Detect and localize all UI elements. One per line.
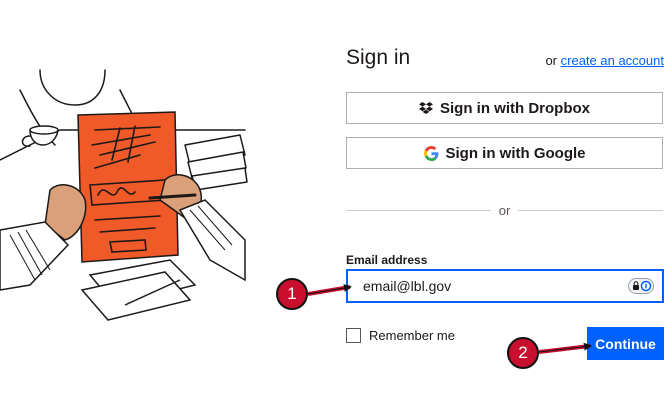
annotation-marker-1: 1 — [276, 278, 308, 310]
dropbox-logo-icon — [419, 102, 433, 114]
remember-me[interactable]: Remember me — [346, 328, 455, 343]
remember-me-label: Remember me — [369, 328, 455, 343]
dropbox-button-label: Sign in with Dropbox — [440, 99, 590, 117]
divider-line-left — [346, 210, 491, 211]
alt-prefix: or — [545, 53, 558, 68]
email-field-container[interactable] — [346, 269, 664, 303]
continue-button[interactable]: Continue — [587, 327, 664, 360]
sign-in-with-google-button[interactable]: Sign in with Google — [346, 137, 663, 169]
annotation-marker-2: 2 — [507, 337, 539, 369]
arrow-to-continue-button — [538, 344, 591, 354]
divider-line-right — [518, 210, 663, 211]
arrow-to-email-field — [307, 285, 351, 296]
create-account-prompt: or create an account — [545, 53, 664, 68]
signing-document-illustration — [0, 69, 248, 321]
google-g-logo-icon — [423, 145, 439, 161]
remember-me-checkbox[interactable] — [346, 328, 361, 343]
password-manager-icon[interactable] — [628, 278, 654, 294]
sign-in-with-dropbox-button[interactable]: Sign in with Dropbox — [346, 92, 663, 124]
create-account-link[interactable]: create an account — [560, 53, 664, 68]
email-label: Email address — [346, 253, 428, 267]
google-button-label: Sign in with Google — [445, 144, 586, 162]
or-divider: or — [346, 203, 663, 218]
email-input[interactable] — [363, 271, 613, 301]
divider-text: or — [498, 203, 511, 218]
page-title: Sign in — [346, 46, 411, 69]
